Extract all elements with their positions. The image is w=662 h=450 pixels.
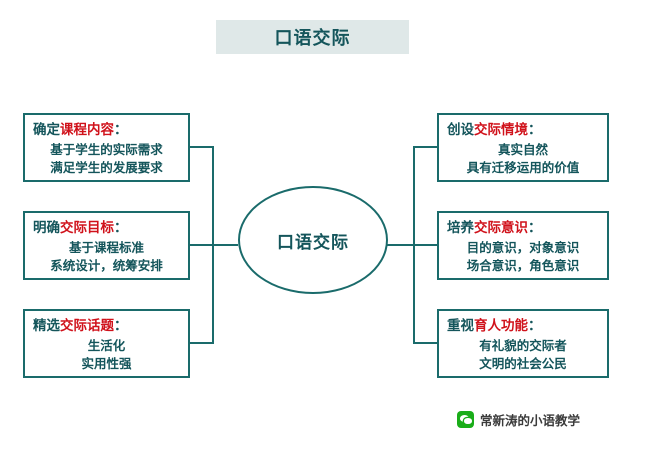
heading-highlight: 交际话题 bbox=[60, 318, 114, 334]
heading-prefix: 精选 bbox=[33, 318, 60, 334]
left-box-2-line-1: 基于课程标准 bbox=[68, 239, 144, 255]
heading-highlight: 育人功能 bbox=[474, 318, 528, 334]
heading-suffix: ： bbox=[114, 318, 128, 334]
right-box-1-line-2: 具有迁移运用的价值 bbox=[466, 159, 580, 175]
right-box-1-line-1: 真实自然 bbox=[497, 141, 548, 157]
page-title: 口语交际 bbox=[274, 28, 351, 49]
left-box-1-line-1: 基于学生的实际需求 bbox=[50, 141, 163, 157]
left-box-1-line-2: 满足学生的发展要求 bbox=[50, 159, 163, 175]
right-box-1: 创设交际情境： 真实自然 具有迁移运用的价值 bbox=[437, 113, 609, 182]
left-box-3: 精选交际话题： 生活化 实用性强 bbox=[23, 309, 190, 378]
right-box-3-heading: 重视育人功能： bbox=[447, 317, 599, 337]
heading-suffix: ： bbox=[114, 220, 128, 236]
center-node-label: 口语交际 bbox=[277, 232, 349, 253]
title-banner: 口语交际 bbox=[216, 20, 409, 54]
heading-highlight: 课程内容 bbox=[60, 122, 114, 138]
left-box-3-heading: 精选交际话题： bbox=[33, 317, 180, 337]
heading-suffix: ： bbox=[528, 122, 542, 138]
watermark: 常新涛的小语教学 bbox=[457, 410, 580, 429]
heading-suffix: ： bbox=[528, 318, 542, 334]
heading-prefix: 明确 bbox=[33, 220, 60, 236]
left-box-2: 明确交际目标： 基于课程标准 系统设计，统筹安排 bbox=[23, 211, 190, 280]
right-box-2-line-2: 场合意识，角色意识 bbox=[466, 257, 580, 273]
right-box-2: 培养交际意识： 目的意识，对象意识 场合意识，角色意识 bbox=[437, 211, 609, 280]
watermark-text: 常新涛的小语教学 bbox=[480, 413, 581, 428]
left-box-2-heading: 明确交际目标： bbox=[33, 219, 180, 239]
heading-highlight: 交际意识 bbox=[474, 220, 528, 236]
left-box-1: 确定课程内容： 基于学生的实际需求 满足学生的发展要求 bbox=[23, 113, 190, 182]
left-box-3-line-2: 实用性强 bbox=[81, 355, 132, 371]
left-box-1-heading: 确定课程内容： bbox=[33, 121, 180, 141]
heading-prefix: 创设 bbox=[447, 122, 474, 138]
right-box-1-heading: 创设交际情境： bbox=[447, 121, 599, 141]
right-box-2-line-1: 目的意识，对象意识 bbox=[466, 239, 580, 255]
heading-prefix: 培养 bbox=[447, 220, 474, 236]
heading-highlight: 交际情境 bbox=[474, 122, 528, 138]
center-node: 口语交际 bbox=[238, 186, 388, 294]
left-box-2-line-2: 系统设计，统筹安排 bbox=[50, 257, 163, 273]
heading-suffix: ： bbox=[528, 220, 542, 236]
right-box-3-line-1: 有礼貌的交际者 bbox=[479, 337, 567, 353]
heading-prefix: 确定 bbox=[33, 122, 60, 138]
right-box-3-line-2: 文明的社会公民 bbox=[479, 355, 567, 371]
wechat-icon bbox=[457, 411, 474, 428]
left-box-3-line-1: 生活化 bbox=[87, 337, 126, 353]
heading-highlight: 交际目标 bbox=[60, 220, 114, 236]
right-box-3: 重视育人功能： 有礼貌的交际者 文明的社会公民 bbox=[437, 309, 609, 378]
right-box-2-heading: 培养交际意识： bbox=[447, 219, 599, 239]
heading-prefix: 重视 bbox=[447, 318, 474, 334]
heading-suffix: ： bbox=[114, 122, 128, 138]
